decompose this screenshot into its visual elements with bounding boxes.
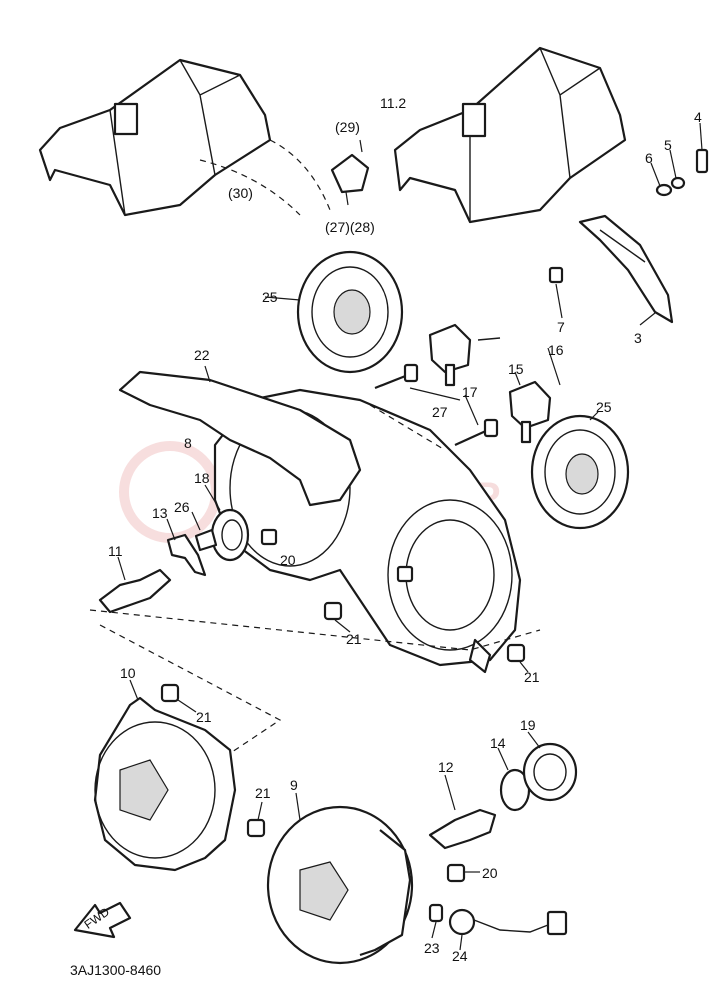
callout-17: 17: [462, 384, 478, 400]
callout-13: 13: [152, 505, 168, 521]
callout-20-upper: 20: [280, 552, 296, 568]
callout-26: 26: [174, 499, 190, 515]
headlight-bracket-right: [393, 46, 627, 224]
callout-4: 4: [694, 109, 702, 125]
adjusting-screws: [374, 363, 499, 447]
aiming-bracket-lower: [508, 347, 561, 444]
callout-7: 7: [557, 319, 565, 335]
callout-9: 9: [290, 777, 298, 793]
callout-25-lower: 25: [596, 399, 612, 415]
labels: 11.2 (29) (30) (27)(28) 4 5 6 7 3 25 16 …: [70, 95, 702, 978]
assembly-lines: [89, 404, 541, 761]
callout-27: 27: [432, 404, 448, 420]
callout-6: 6: [645, 150, 653, 166]
callout-12: 12: [438, 759, 454, 775]
bracket-post: [113, 102, 139, 136]
socket-cord: [448, 908, 568, 951]
bracket-post: [461, 102, 487, 138]
callout-25-upper: 25: [262, 289, 278, 305]
callout-16: 16: [548, 342, 564, 358]
bolt-4-assembly: [650, 122, 709, 197]
callout-18: 18: [194, 470, 210, 486]
callout-30: (30): [228, 185, 253, 201]
callout-11: 11: [108, 543, 123, 559]
callout-8: 8: [184, 435, 192, 451]
position-bulb-23: [428, 903, 444, 939]
callout-23: 23: [424, 940, 440, 956]
reflector-ring-lower: [530, 411, 630, 530]
bulb-holder: [166, 518, 207, 577]
headlight-bulb-left: [98, 556, 172, 614]
callout-5: 5: [664, 137, 672, 153]
reflector-ring-upper: [264, 250, 404, 374]
wire-clip: [330, 139, 370, 206]
callout-14: 14: [490, 735, 506, 751]
headlight-stay: [578, 214, 674, 326]
aiming-bracket-upper: [428, 323, 501, 387]
headlight-bracket-left: [38, 58, 331, 217]
callout-15: 15: [508, 361, 524, 377]
callout-10: 10: [120, 665, 136, 681]
headlight-unit-9: [266, 792, 414, 965]
callout-20-lower: 20: [482, 865, 498, 881]
position-bulb: [191, 511, 218, 552]
callout-24: 24: [452, 948, 468, 964]
callout-19: 19: [520, 717, 536, 733]
headlight-bulb-right: [428, 774, 497, 850]
callout-3: 3: [634, 330, 642, 346]
callout-22: 22: [194, 347, 210, 363]
callout-21-c: 21: [196, 709, 212, 725]
socket-cap: [522, 731, 578, 802]
callout-21-d: 21: [255, 785, 271, 801]
grommets: [160, 528, 529, 883]
nut-7: [548, 266, 564, 319]
callout-11-2: 11.2: [380, 95, 406, 111]
callout-21-a: 21: [346, 631, 362, 647]
headlight-unit-10: [93, 679, 237, 872]
catalog-code: 3AJ1300-8460: [70, 962, 161, 978]
callout-27-28: (27)(28): [325, 219, 375, 235]
callout-21-b: 21: [524, 669, 540, 685]
fwd-arrow-icon: [73, 901, 132, 939]
headlight-cover: [118, 365, 362, 507]
callout-29: (29): [335, 119, 360, 135]
